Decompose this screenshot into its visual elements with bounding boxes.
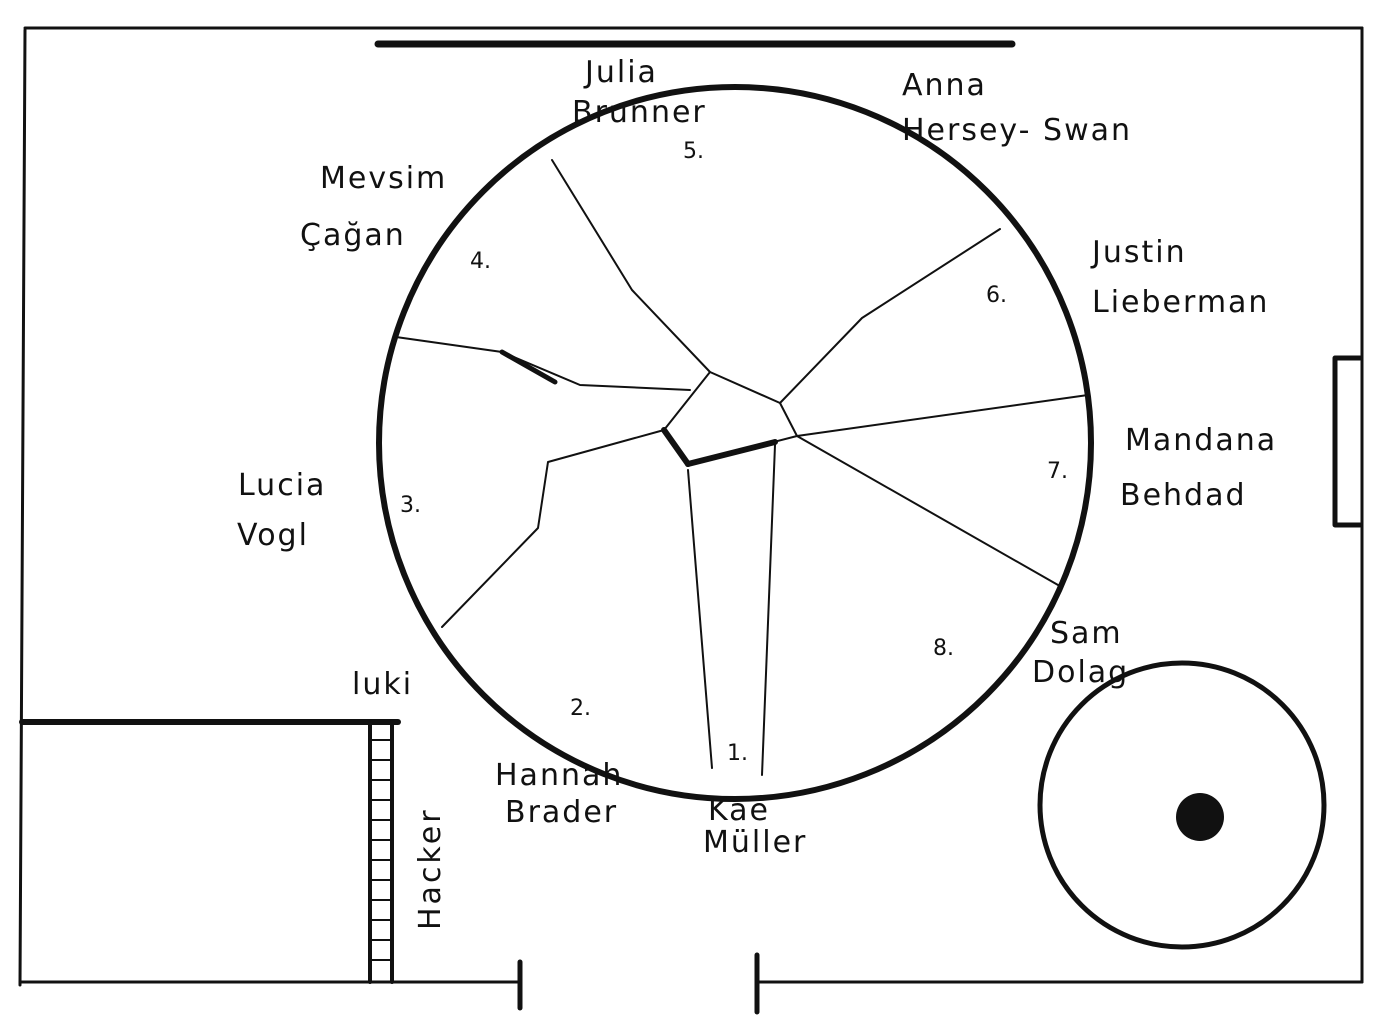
name-luki: luki	[352, 667, 413, 702]
seat-number-8: 8.	[933, 636, 954, 661]
name-anna-first: Anna	[902, 68, 987, 103]
seat-number-2: 2.	[570, 696, 591, 721]
seat-number-5: 5.	[683, 139, 704, 164]
table-center-thick-2	[685, 439, 778, 467]
name-kae-last: Müller	[703, 825, 807, 860]
name-mandana-first: Mandana	[1125, 423, 1277, 458]
name-hannah-last: Brader	[505, 795, 618, 830]
name-hannah-first: Hannah	[495, 758, 623, 793]
name-hacker: Hacker	[413, 807, 448, 930]
name-kae-first: Kae	[708, 793, 770, 828]
name-justin-last: Lieberman	[1092, 285, 1269, 320]
seat-number-7: 7.	[1047, 459, 1068, 484]
seat-number-4: 4.	[470, 249, 491, 274]
seat-number-6: 6.	[986, 283, 1007, 308]
round-table	[376, 84, 1094, 802]
name-lucia-first: Lucia	[238, 468, 326, 503]
name-sam-last: Dolag	[1032, 655, 1129, 690]
name-mandana-last: Behdad	[1120, 478, 1247, 513]
name-julia-last: Brunner	[572, 95, 707, 130]
name-anna-last: Hersey- Swan	[902, 113, 1132, 148]
right-wall-panel	[1332, 355, 1363, 528]
seat-number-1: 1.	[727, 741, 748, 766]
name-lucia-last: Vogl	[237, 518, 309, 553]
name-mevsim-last: Çağan	[300, 218, 406, 253]
name-justin-first: Justin	[1090, 235, 1187, 270]
table-dot	[1176, 793, 1224, 841]
table-center-thick-1	[661, 427, 691, 467]
room-wall-top	[18, 28, 27, 987]
block-rungs	[369, 739, 393, 961]
name-julia-first: Julia	[583, 55, 658, 90]
seat-number-3: 3.	[400, 493, 421, 518]
name-sam-first: Sam	[1050, 616, 1123, 651]
segment-divider-thick	[499, 349, 558, 385]
segment-dividers	[395, 159, 1089, 776]
small-round-table	[1037, 660, 1327, 950]
name-mevsim-first: Mevsim	[320, 161, 447, 196]
